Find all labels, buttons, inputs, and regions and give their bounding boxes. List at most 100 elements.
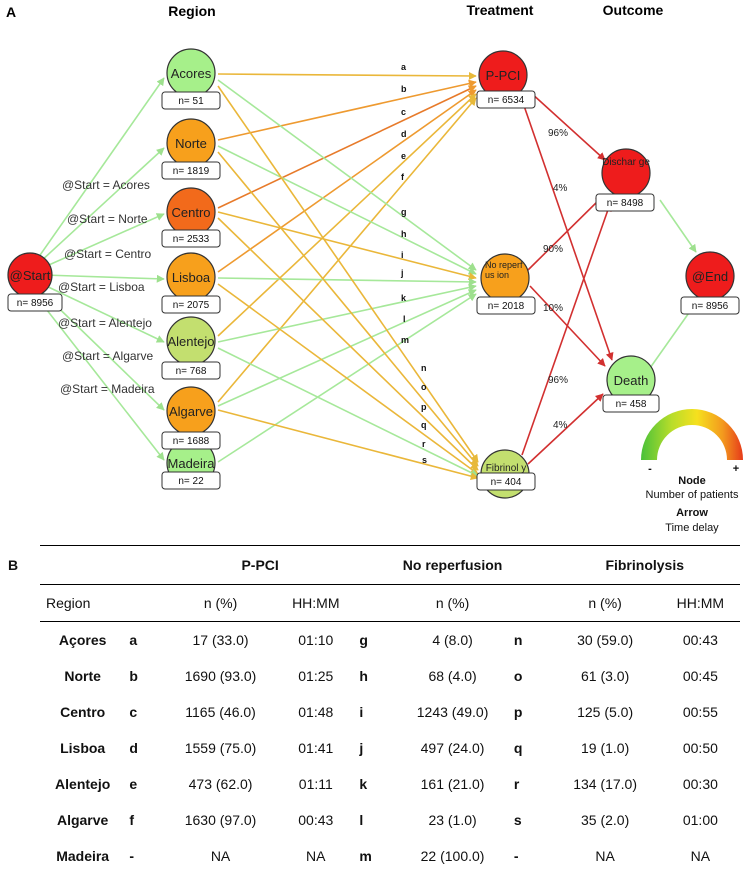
sub-header-fibrinolysis-n: n (%) bbox=[549, 585, 660, 622]
table-cell-a: b bbox=[125, 658, 165, 694]
count-end: n= 8956 bbox=[692, 301, 729, 312]
sub-header-region: Region bbox=[40, 585, 125, 622]
count-acores: n= 51 bbox=[178, 96, 204, 107]
edge-fibrino-discharge bbox=[522, 204, 610, 455]
edge-f bbox=[218, 98, 476, 402]
legend-gauge bbox=[641, 409, 743, 460]
panel-a-letter: A bbox=[6, 4, 16, 20]
table-cell-ct: 00:55 bbox=[661, 694, 740, 730]
table-cell-a: - bbox=[125, 838, 165, 874]
edge-start-norte bbox=[40, 148, 164, 262]
table-cell-cn: NA bbox=[549, 838, 660, 874]
edge-noreperf-discharge bbox=[528, 196, 603, 270]
table-cell-b: g bbox=[355, 622, 395, 659]
node-label-alentejo: Alentejo bbox=[168, 334, 215, 349]
count-centro: n= 2533 bbox=[173, 234, 210, 245]
table-cell-b: m bbox=[355, 838, 395, 874]
edge-letter-i: i bbox=[401, 250, 404, 260]
table-cell-a: c bbox=[125, 694, 165, 730]
edge-k bbox=[218, 286, 476, 342]
table-cell-an: 1630 (97.0) bbox=[165, 802, 276, 838]
edge-e bbox=[218, 94, 476, 336]
node-label-acores: Acores bbox=[171, 66, 212, 81]
edge-letter-a: a bbox=[401, 62, 407, 72]
node-label-lisboa: Lisboa bbox=[172, 270, 211, 285]
edge-letter-f: f bbox=[401, 172, 405, 182]
node-label-end: @End bbox=[692, 269, 728, 284]
flow-diagram: A Region Treatment Outcome bbox=[0, 0, 750, 545]
node-label-death: Death bbox=[614, 373, 649, 388]
legend-node-title: Node bbox=[678, 475, 706, 487]
table-cell-at: 01:11 bbox=[276, 766, 355, 802]
pct-noreperf-discharge: 90% bbox=[543, 244, 563, 255]
edge-letter-c: c bbox=[401, 107, 406, 117]
table-cell-bn: 1243 (49.0) bbox=[395, 694, 510, 730]
sub-header-ppci-n: n (%) bbox=[165, 585, 276, 622]
table-cell-a: a bbox=[125, 622, 165, 659]
table-cell-b: h bbox=[355, 658, 395, 694]
table-cell-an: 1690 (93.0) bbox=[165, 658, 276, 694]
table-cell-an: 17 (33.0) bbox=[165, 622, 276, 659]
edge-ppci-death bbox=[522, 100, 612, 360]
table-cell-cn: 19 (1.0) bbox=[549, 730, 660, 766]
table-cell-c: q bbox=[510, 730, 550, 766]
start-edge-labels: @Start = Acores @Start = Norte @Start = … bbox=[58, 178, 155, 396]
table-cell-at: 01:25 bbox=[276, 658, 355, 694]
edge-letters: a b c d e f g h i j k l m n o p q r s bbox=[400, 62, 427, 465]
table-cell-an: 1559 (75.0) bbox=[165, 730, 276, 766]
node-label-discharge-box: Dischar ge bbox=[602, 156, 650, 188]
results-table: P-PCI No reperfusion Fibrinolysis Region… bbox=[40, 545, 740, 874]
edge-start-acores bbox=[38, 78, 164, 258]
table-cell-c: s bbox=[510, 802, 550, 838]
table-cell-region: Centro bbox=[40, 694, 125, 730]
count-fibrinolysis: n= 404 bbox=[491, 477, 522, 488]
table-cell-bn: 23 (1.0) bbox=[395, 802, 510, 838]
start-label-algarve: @Start = Algarve bbox=[62, 349, 154, 363]
table-cell-region: Lisboa bbox=[40, 730, 125, 766]
sub-header-ppci-time: HH:MM bbox=[276, 585, 355, 622]
edge-letter-n: n bbox=[421, 363, 427, 373]
table-cell-at: 00:43 bbox=[276, 802, 355, 838]
table-cell-ct: 00:43 bbox=[661, 622, 740, 659]
edge-a bbox=[218, 74, 476, 76]
legend: - + Node Number of patients Arrow Time d… bbox=[641, 409, 743, 534]
table-cell-cn: 125 (5.0) bbox=[549, 694, 660, 730]
edge-letter-r: r bbox=[422, 439, 426, 449]
edge-c bbox=[218, 86, 476, 208]
panel-b-letter: B bbox=[8, 557, 18, 573]
start-label-madeira: @Start = Madeira bbox=[60, 382, 155, 396]
table-panel: B P-PCI No reperfusion Fibrinolysis Regi… bbox=[0, 545, 750, 862]
table-cell-c: p bbox=[510, 694, 550, 730]
flow-diagram-panel: A Region Treatment Outcome bbox=[0, 0, 750, 545]
legend-arrow-title: Arrow bbox=[676, 507, 708, 519]
table-cell-cn: 61 (3.0) bbox=[549, 658, 660, 694]
start-label-lisboa: @Start = Lisboa bbox=[58, 280, 145, 294]
group-header-ppci: P-PCI bbox=[165, 546, 355, 585]
sub-header-noreperfusion-n: n (%) bbox=[395, 585, 510, 622]
table-cell-ct: 00:30 bbox=[661, 766, 740, 802]
legend-plus: + bbox=[733, 463, 739, 475]
table-cell-cn: 35 (2.0) bbox=[549, 802, 660, 838]
node-label-ppci: P-PCI bbox=[486, 68, 521, 83]
table-cell-c: n bbox=[510, 622, 550, 659]
node-label-start: @Start bbox=[10, 268, 51, 283]
node-label-madeira: Madeira bbox=[168, 456, 216, 471]
table-cell-at: 01:48 bbox=[276, 694, 355, 730]
group-header-fibrinolysis: Fibrinolysis bbox=[549, 546, 740, 585]
table-cell-c: - bbox=[510, 838, 550, 874]
count-start: n= 8956 bbox=[17, 298, 54, 309]
legend-minus: - bbox=[648, 463, 652, 475]
edge-letter-e: e bbox=[401, 151, 406, 161]
edge-discharge-end bbox=[660, 200, 696, 252]
edge-j bbox=[218, 278, 476, 282]
table-cell-ct: NA bbox=[661, 838, 740, 874]
table-cell-b: l bbox=[355, 802, 395, 838]
count-noreperfusion: n= 2018 bbox=[488, 301, 525, 312]
table-group-header-row: P-PCI No reperfusion Fibrinolysis bbox=[40, 546, 740, 585]
table-cell-b: j bbox=[355, 730, 395, 766]
edge-letter-m: m bbox=[401, 335, 409, 345]
node-label-noreperfusion: No reperfus ion bbox=[485, 260, 527, 280]
table-cell-at: NA bbox=[276, 838, 355, 874]
